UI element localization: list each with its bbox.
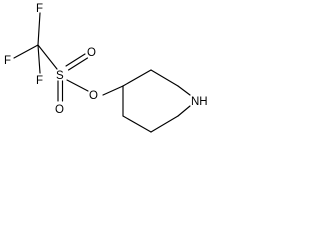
bond-c-f-top bbox=[37, 12, 41, 46]
atom-f-left: F bbox=[4, 55, 11, 67]
bond-s-o-ester bbox=[66, 79, 89, 92]
bonds bbox=[13, 12, 191, 133]
bond-s-o-top-a bbox=[65, 53, 86, 67]
atom-sulfur: S bbox=[56, 70, 64, 82]
atom-o-top: O bbox=[87, 47, 96, 59]
molecule-svg: F F F S O O O NH bbox=[4, 3, 208, 133]
bond-ring-n-c2b bbox=[177, 105, 191, 117]
bond-ring-c3a-c2a bbox=[150, 69, 179, 87]
bond-ring-c2b-c3b bbox=[150, 115, 179, 133]
atom-o-bottom: O bbox=[55, 104, 64, 116]
bond-c-f-left bbox=[13, 44, 39, 59]
bond-ring-c4-c3a bbox=[122, 69, 152, 87]
chemical-structure-diagram: F F F S O O O NH bbox=[0, 0, 219, 150]
bond-ring-c2a-n bbox=[177, 85, 191, 96]
bond-c-f-bottom bbox=[37, 44, 41, 74]
atom-f-top: F bbox=[36, 3, 43, 15]
atom-labels: F F F S O O O NH bbox=[4, 3, 208, 116]
bond-o-c4 bbox=[102, 85, 124, 96]
bond-c-s bbox=[37, 44, 58, 70]
bond-s-o-top-b bbox=[67, 57, 89, 71]
bond-ring-c3b-c4 bbox=[122, 115, 152, 133]
atom-o-ester: O bbox=[89, 90, 98, 102]
atom-nh: NH bbox=[191, 96, 208, 108]
atom-f-bottom: F bbox=[36, 75, 43, 87]
